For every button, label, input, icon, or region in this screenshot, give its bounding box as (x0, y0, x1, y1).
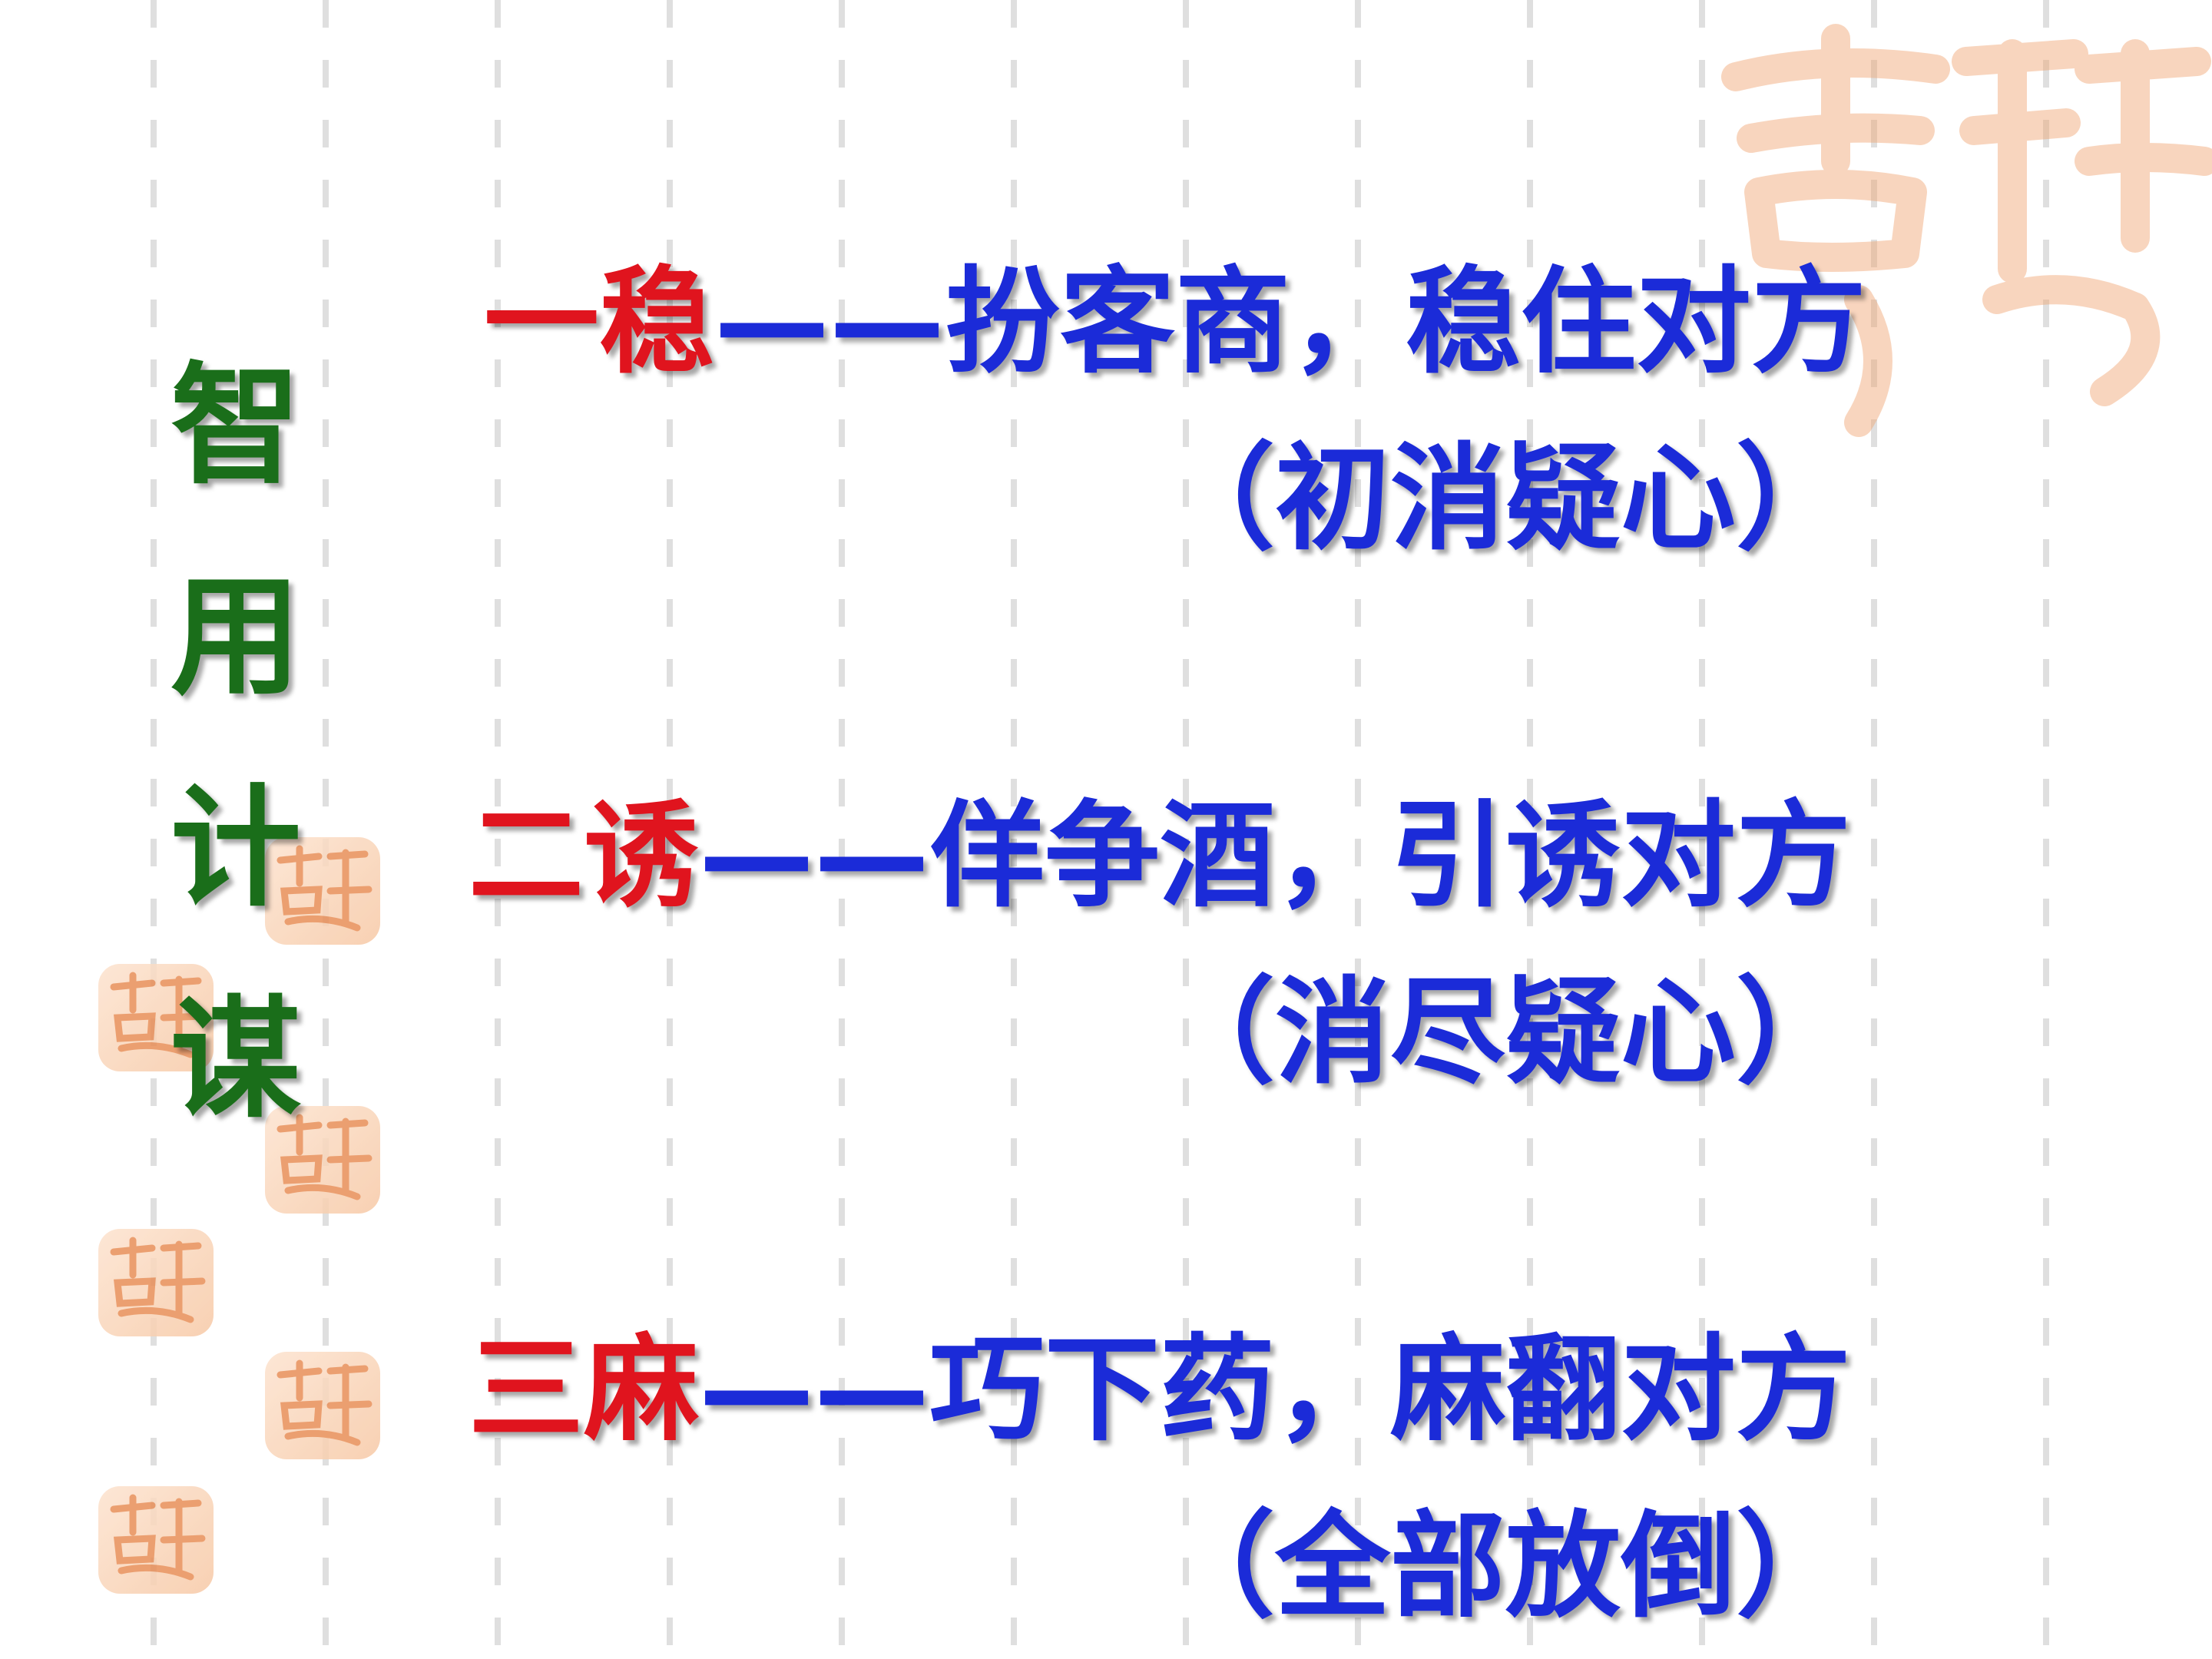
step-text: ——扮客商，稳住对方 (714, 256, 1867, 389)
step-note-1: （初消疑心） (1160, 432, 1852, 566)
step-number: 一稳 (484, 256, 715, 389)
step-line-2: 二诱——佯争酒，引诱对方 (469, 791, 1851, 922)
title-char: 用 (171, 561, 302, 714)
step-text: ——巧下药，麻翻对方 (699, 1323, 1852, 1457)
vertical-title: 智 用 计 谋 (171, 361, 301, 1125)
step-number: 二诱 (469, 790, 700, 923)
seal-icon (265, 837, 380, 945)
title-char: 谋 (171, 984, 302, 1136)
step-text: ——佯争酒，引诱对方 (699, 790, 1852, 923)
title-char: 智 (171, 350, 302, 502)
seal-icon (265, 1106, 380, 1214)
seal-icon (98, 1229, 214, 1336)
seal-icon (265, 1352, 380, 1459)
step-line-3: 三麻——巧下药，麻翻对方 (469, 1325, 1851, 1455)
step-line-1: 一稳——扮客商，稳住对方 (484, 257, 1866, 388)
step-number: 三麻 (469, 1323, 700, 1457)
seal-watermark-icon (1705, 8, 2212, 438)
seal-icon (98, 1486, 214, 1594)
step-note-3: （全部放倒） (1160, 1500, 1852, 1634)
seal-icon (98, 964, 214, 1071)
title-char: 计 (171, 773, 302, 925)
step-note-2: （消尽疑心） (1160, 966, 1852, 1100)
